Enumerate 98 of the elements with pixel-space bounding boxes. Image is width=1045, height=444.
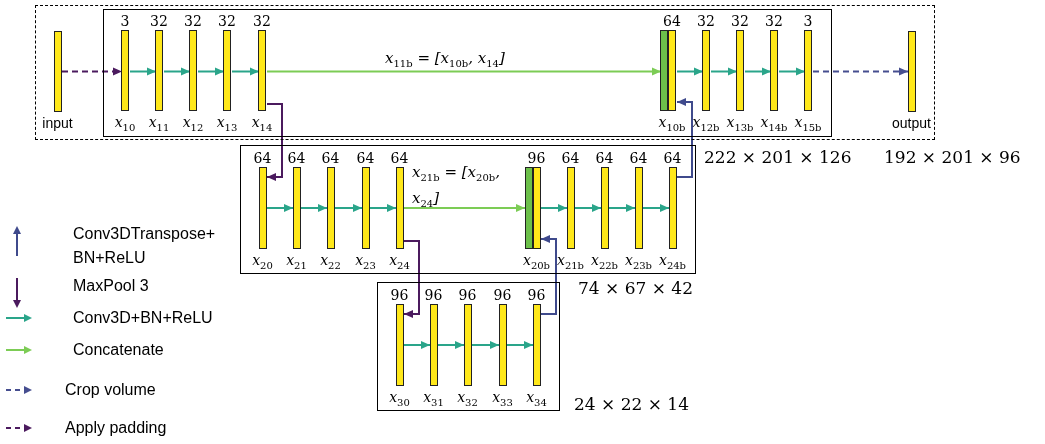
channel-count: 32 xyxy=(218,13,236,29)
channel-count: 64 xyxy=(561,149,580,166)
channel-count: 3 xyxy=(803,13,813,29)
arrow xyxy=(540,204,568,212)
arrow xyxy=(574,204,602,212)
channel-count: 32 xyxy=(253,13,271,29)
tensor-label: x$_{24}$ xyxy=(389,251,410,273)
tensor-label: x$_{34}$ xyxy=(526,388,547,410)
legend-label: Concatenate xyxy=(73,340,165,360)
tensor-label: x$_{10}$ xyxy=(114,114,136,135)
channel-count: 64 xyxy=(629,149,648,166)
tensor-label: x$_{21b}$ xyxy=(557,251,584,273)
arrow xyxy=(676,98,693,178)
channel-count: 96 xyxy=(527,149,546,166)
arrow xyxy=(129,67,157,76)
arrow xyxy=(471,341,500,349)
dimension-label: 74 × 67 × 42 xyxy=(578,278,693,298)
tensor-label: x$_{20b}$ xyxy=(523,251,550,273)
channel-count: 64 xyxy=(595,149,614,166)
channel-count: 32 xyxy=(765,13,783,29)
arrow xyxy=(231,67,260,76)
concat-bar xyxy=(524,166,533,249)
dimension-label: 222 × 201 × 126 xyxy=(704,147,852,167)
arrow xyxy=(744,67,772,76)
channel-count: 64 xyxy=(253,149,272,166)
tensor-label: x$_{20}$ xyxy=(252,251,273,273)
block-frame xyxy=(240,145,696,274)
arrow xyxy=(778,67,806,76)
arrow xyxy=(608,204,636,212)
arrow xyxy=(163,67,191,76)
edge-label: x$_{11b}$ = [x$_{10b}$, x$_{14}$] xyxy=(385,48,506,71)
legend-label: Apply padding xyxy=(65,418,168,438)
channel-count: 32 xyxy=(184,13,202,29)
channel-count: 64 xyxy=(287,149,306,166)
channel-count: 96 xyxy=(527,286,546,303)
tensor-label: x$_{12b}$ xyxy=(692,114,720,135)
tensor-label: x$_{32}$ xyxy=(457,388,478,410)
arrow xyxy=(812,67,909,76)
arrow xyxy=(266,204,294,212)
channel-count: 64 xyxy=(663,13,681,29)
arrow xyxy=(61,67,123,76)
arrow xyxy=(710,67,738,76)
channel-count: 3 xyxy=(120,13,130,29)
block-frame xyxy=(102,8,832,137)
arrow xyxy=(334,204,363,212)
channel-count: 96 xyxy=(493,286,512,303)
channel-count: 64 xyxy=(663,149,682,166)
bar-label: input xyxy=(42,114,73,131)
channel-count: 64 xyxy=(321,149,340,166)
dimension-label: 24 × 22 × 14 xyxy=(574,394,689,414)
bar-label: output xyxy=(892,114,931,131)
channel-count: 32 xyxy=(731,13,749,29)
arrow xyxy=(369,204,397,212)
block-frame xyxy=(377,282,560,411)
concat-bar xyxy=(660,30,668,111)
arrow xyxy=(266,67,662,76)
tensor-label: x$_{31}$ xyxy=(423,388,444,410)
arrow xyxy=(506,341,534,349)
tensor-label: x$_{13b}$ xyxy=(726,114,754,135)
tensor-label: x$_{15b}$ xyxy=(794,114,822,135)
tensor-label: x$_{11}$ xyxy=(148,114,170,135)
arrow xyxy=(676,67,704,76)
legend-label: Crop volume xyxy=(65,380,157,400)
arrow xyxy=(300,204,328,212)
tensor-label: x$_{21}$ xyxy=(286,251,307,273)
channel-count: 32 xyxy=(150,13,168,29)
tensor-label: x$_{24b}$ xyxy=(659,251,686,273)
tensor-label: x$_{33}$ xyxy=(492,388,513,410)
tensor-label: x$_{14}$ xyxy=(251,114,273,135)
tensor-label: x$_{30}$ xyxy=(389,388,410,410)
arrow xyxy=(540,235,557,315)
arrow xyxy=(266,103,283,181)
tensor-label: x$_{10b}$ xyxy=(658,114,686,135)
arrow xyxy=(403,204,526,212)
legend-label: Conv3DTranspose+ BN+ReLU xyxy=(73,224,217,268)
tensor-label: x$_{13}$ xyxy=(216,114,238,135)
arrow xyxy=(403,240,420,318)
tensor-label: x$_{23b}$ xyxy=(625,251,652,273)
channel-count: 32 xyxy=(697,13,715,29)
dimension-label: 192 × 201 × 96 xyxy=(884,147,1021,167)
tensor-label: x$_{14b}$ xyxy=(760,114,788,135)
channel-count: 96 xyxy=(424,286,443,303)
arrow xyxy=(642,204,670,212)
arrow xyxy=(437,341,465,349)
legend-label: MaxPool 3 xyxy=(73,276,150,296)
arrow xyxy=(403,341,431,349)
channel-count: 96 xyxy=(458,286,477,303)
tensor-label: x$_{22}$ xyxy=(320,251,341,273)
legend-label: Conv3D+BN+ReLU xyxy=(73,308,214,328)
channel-count: 64 xyxy=(390,149,409,166)
arrow xyxy=(197,67,225,76)
tensor-label: x$_{23}$ xyxy=(355,251,376,273)
edge-label: x$_{21b}$ = [x$_{20b}$, x$_{24}$] xyxy=(412,162,501,211)
tensor-label: x$_{12}$ xyxy=(182,114,204,135)
channel-count: 64 xyxy=(356,149,375,166)
dashed-frame xyxy=(35,5,935,140)
tensor-label: x$_{22b}$ xyxy=(591,251,618,273)
channel-count: 96 xyxy=(390,286,409,303)
